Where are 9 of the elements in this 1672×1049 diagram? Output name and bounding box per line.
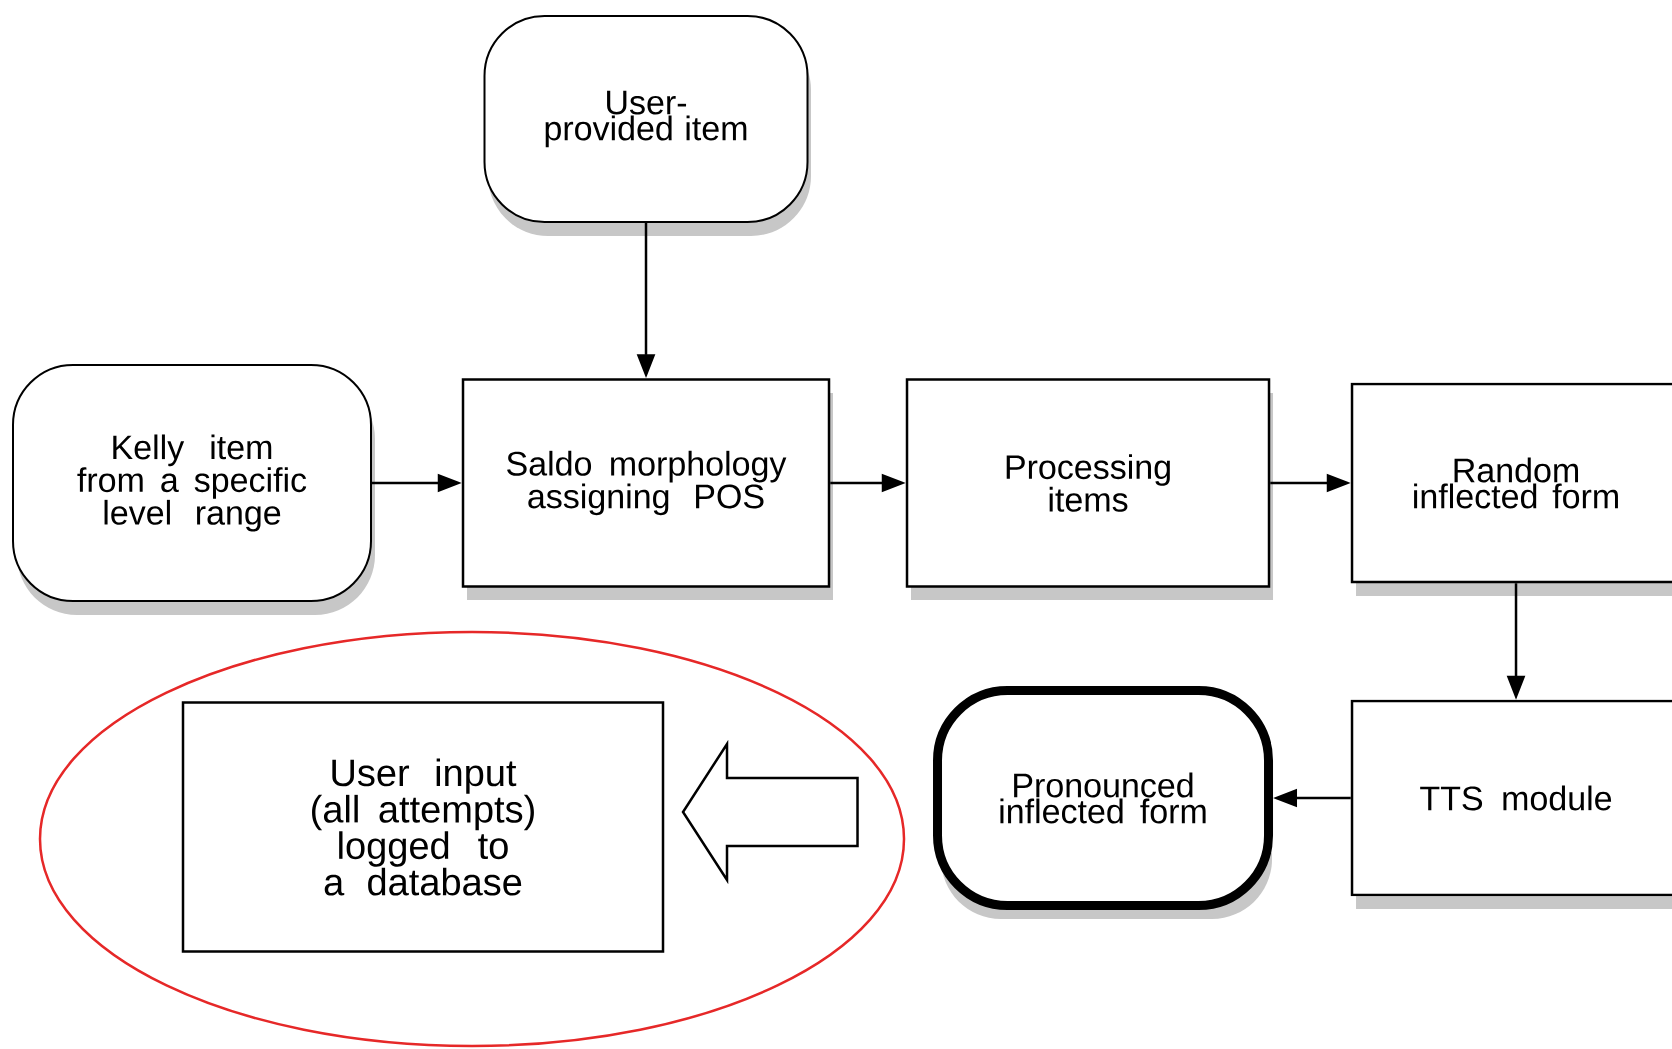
process-box: Saldo morphology assigning POS [461,378,833,600]
process-box: TTS module [1350,699,1672,909]
process-box: User input (all attempts) logged to a database [181,701,665,953]
process-box: Random inflected form [1350,382,1672,596]
terminal-box: Kelly item from a specific level range [12,364,375,615]
terminal-box: User-provided item [483,15,811,236]
terminal-box: Pronounced inflected form [933,686,1273,919]
process-box: Processing items [905,378,1273,600]
block-arrow [681,739,859,885]
